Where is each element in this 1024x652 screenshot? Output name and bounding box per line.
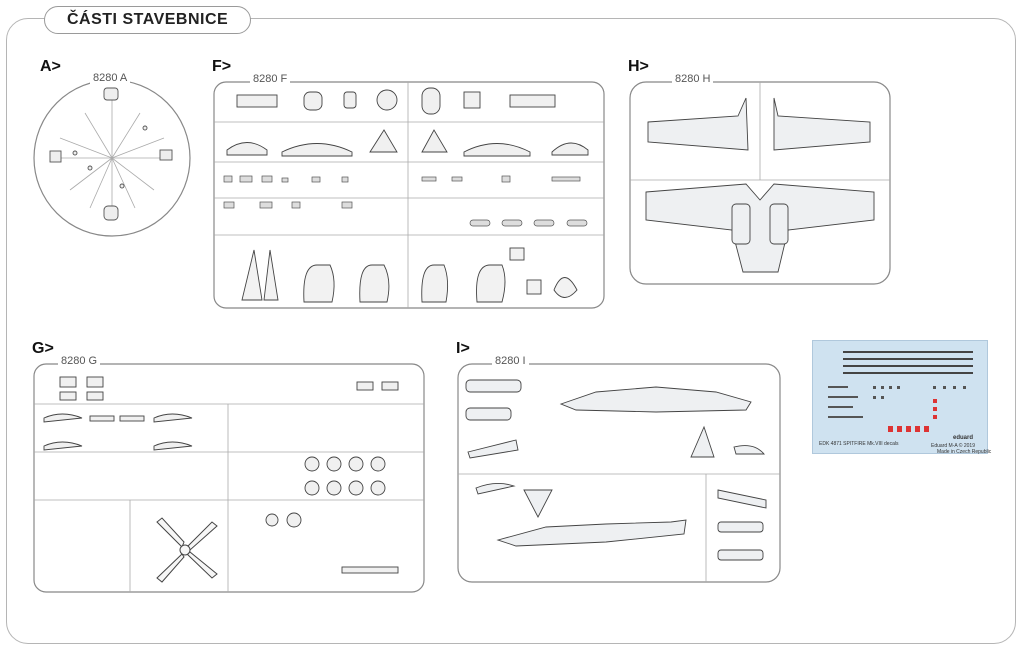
sprue-i-drawing [457, 363, 781, 583]
sprue-a-code: 8280 A [90, 72, 131, 84]
decal-made-in: Made in Czech Republic [937, 449, 992, 455]
decal-stripe [843, 365, 973, 367]
sprue-g-code: 8280 G [58, 355, 101, 367]
sprue-i-code: 8280 I [492, 355, 529, 367]
decal-right-caption: Eduard M-A © 2019 [931, 443, 975, 449]
decal-sheet: EDK 4871 SPITFIRE Mk.VIII decals eduard … [812, 340, 992, 455]
sprue-h-letter: H> [628, 58, 649, 75]
sprue-f-code: 8280 F [250, 73, 291, 85]
sprue-i-letter: I> [456, 340, 470, 357]
sprue-a-letter: A> [40, 58, 61, 75]
sprue-h-code: 8280 H [672, 73, 714, 85]
decal-stripe [843, 351, 973, 353]
sprue-g-drawing [33, 363, 425, 593]
sprue-f-drawing [213, 81, 605, 309]
decal-stripe [843, 358, 973, 360]
decal-brand: eduard [953, 435, 974, 441]
sprue-a-drawing [33, 79, 191, 237]
page-title: ČÁSTI STAVEBNICE [44, 6, 252, 34]
sprue-h-drawing [629, 81, 891, 285]
kit-parts-frame [6, 18, 1016, 644]
decal-markings [828, 386, 966, 432]
sprue-g-letter: G> [32, 340, 54, 357]
decal-left-caption: EDK 4871 SPITFIRE Mk.VIII decals [819, 441, 899, 447]
decal-stripe [843, 372, 973, 374]
sprue-f-letter: F> [212, 58, 232, 75]
